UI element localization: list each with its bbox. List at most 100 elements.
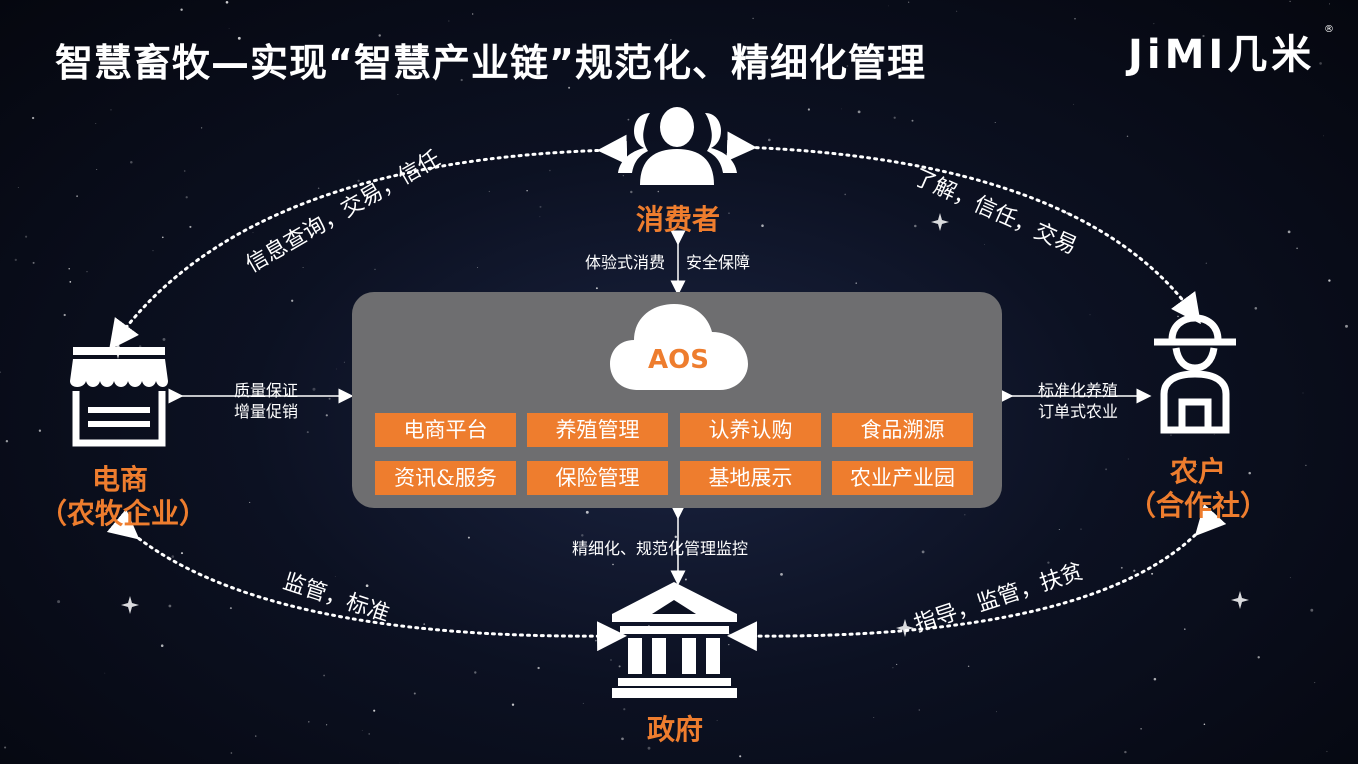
star xyxy=(343,361,345,363)
module-breeding-management: 养殖管理 xyxy=(527,413,668,447)
star xyxy=(0,371,2,374)
star xyxy=(568,86,571,89)
star xyxy=(670,39,672,41)
star xyxy=(31,116,35,120)
node-farmer-label: 农户 xyxy=(1169,455,1226,488)
module-food-traceability: 食品溯源 xyxy=(832,413,973,447)
star xyxy=(1140,728,1142,730)
star xyxy=(1254,307,1258,310)
star xyxy=(515,68,518,71)
star xyxy=(336,368,338,370)
link-label-order-agriculture: 订单式农业 xyxy=(1038,402,1119,421)
module-news-services: 资讯&服务 xyxy=(375,461,516,495)
star xyxy=(1323,135,1324,137)
star xyxy=(1073,103,1075,105)
star xyxy=(17,186,19,188)
star xyxy=(237,36,241,40)
users-icon xyxy=(618,107,737,185)
star xyxy=(86,271,88,273)
farmer-icon xyxy=(1154,314,1236,434)
node-farmer-sublabel: （合作社） xyxy=(1127,489,1268,522)
star xyxy=(918,709,920,711)
star xyxy=(956,10,958,12)
star xyxy=(399,762,401,764)
star xyxy=(110,109,112,111)
star xyxy=(618,665,621,668)
cloud-icon xyxy=(610,304,748,390)
star xyxy=(1345,324,1348,328)
store-icon xyxy=(70,347,168,447)
star xyxy=(397,94,399,95)
star xyxy=(1202,34,1205,38)
arc-consumer-ecommerce xyxy=(109,134,628,351)
star xyxy=(1153,677,1157,681)
star xyxy=(1203,723,1206,726)
module-insurance-management: 保险管理 xyxy=(527,461,668,495)
star xyxy=(752,17,754,20)
node-government-label: 政府 xyxy=(646,713,703,746)
star xyxy=(448,20,450,22)
star xyxy=(657,190,660,193)
star xyxy=(361,730,363,732)
star xyxy=(368,733,371,735)
star xyxy=(621,737,624,741)
star xyxy=(873,717,875,718)
star xyxy=(378,34,381,37)
star xyxy=(1153,23,1155,25)
star xyxy=(1302,392,1304,394)
star xyxy=(846,65,849,67)
node-ecommerce-label: 电商 xyxy=(91,463,148,496)
arc-ecommerce-government xyxy=(106,508,627,652)
star xyxy=(4,746,7,749)
star xyxy=(69,281,72,283)
star xyxy=(1074,17,1076,20)
star xyxy=(807,108,811,111)
module-ecommerce-platform: 电商平台 xyxy=(375,413,516,447)
star xyxy=(1289,0,1291,3)
star xyxy=(596,56,600,60)
star xyxy=(325,414,328,417)
star xyxy=(739,755,742,758)
star xyxy=(413,692,416,695)
star xyxy=(582,702,584,704)
node-consumer-label: 消费者 xyxy=(635,203,720,236)
logo-text: JiMI几米 xyxy=(1128,32,1316,78)
star xyxy=(1124,750,1127,754)
star xyxy=(104,672,106,674)
star xyxy=(840,108,842,110)
star xyxy=(460,78,463,82)
star xyxy=(896,663,898,665)
module-adoption-purchase: 认养认购 xyxy=(680,413,821,447)
star xyxy=(1326,750,1328,753)
star xyxy=(68,268,70,270)
star xyxy=(474,671,477,674)
star xyxy=(627,118,630,121)
module-agri-industrial-park: 农业产业园 xyxy=(832,461,973,495)
star xyxy=(511,703,515,706)
star xyxy=(537,666,540,670)
star xyxy=(306,431,309,434)
star xyxy=(57,600,61,604)
arc-farmer-government xyxy=(727,503,1227,652)
government-building-icon xyxy=(612,582,737,698)
star xyxy=(1314,682,1316,684)
star xyxy=(38,429,42,432)
star xyxy=(645,553,647,555)
page-title: 智慧畜牧—实现“智慧产业链”规范化、精细化管理 xyxy=(55,41,926,85)
link-label-standardized-breeding: 标准化养殖 xyxy=(1038,381,1119,400)
star xyxy=(1329,3,1330,5)
star xyxy=(1257,656,1260,659)
link-label-sales-promotion: 增量促销 xyxy=(234,402,299,421)
star xyxy=(857,110,861,114)
star xyxy=(610,659,612,661)
star xyxy=(249,501,251,503)
aos-label: AOS xyxy=(648,345,709,375)
star xyxy=(892,667,894,669)
jimi-logo: JiMI几米 ® xyxy=(1128,22,1338,78)
link-label-safety-assurance: 安全保障 xyxy=(686,253,751,272)
sparkle-star xyxy=(1231,591,1249,609)
node-ecommerce-sublabel: （农牧企业） xyxy=(38,497,207,530)
star xyxy=(96,169,98,170)
